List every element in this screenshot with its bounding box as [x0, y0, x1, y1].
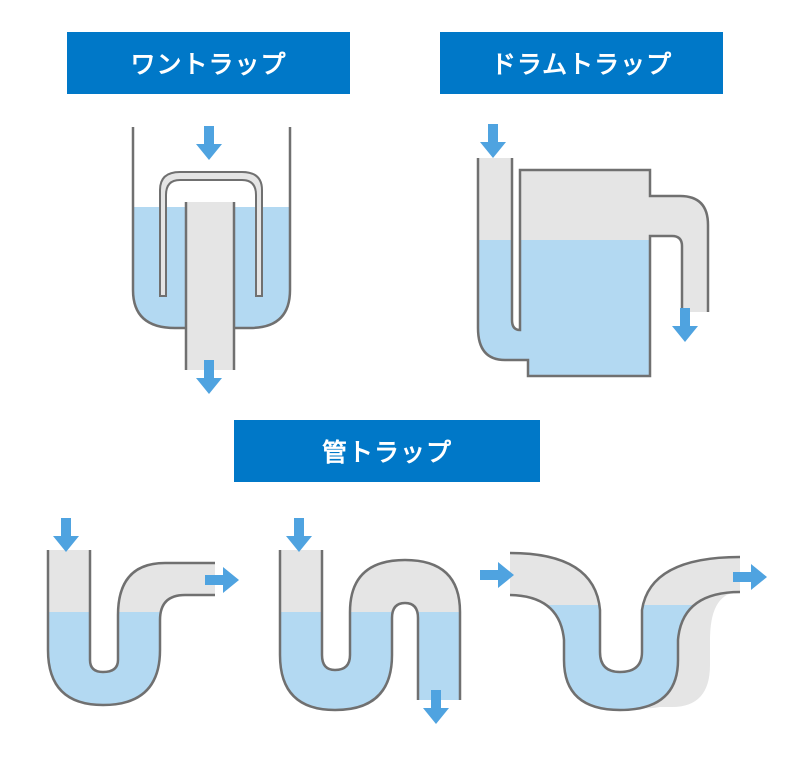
bell-trap-inflow-arrow	[196, 126, 222, 160]
drum-trap-outflow-arrow	[672, 308, 698, 342]
drum-trap-inflow-arrow	[480, 124, 506, 158]
bell-trap-outflow-arrow	[196, 360, 222, 394]
p-trap-inflow-arrow	[53, 518, 79, 552]
s-trap-outline	[278, 550, 462, 712]
u-trap-water	[545, 605, 695, 710]
p-trap-outflow-arrow	[205, 567, 239, 593]
drum-trap-title: ドラムトラップ	[440, 32, 723, 94]
p-trap-diagram	[46, 518, 239, 707]
p-trap-outline	[46, 550, 215, 707]
u-trap-outline	[509, 551, 741, 712]
bell-trap-bell	[159, 171, 263, 297]
drum-trap-outline	[476, 158, 710, 378]
u-trap-outflow-arrow	[733, 564, 767, 590]
pipe-trap-title: 管トラップ	[234, 420, 540, 482]
bell-trap-drain-pipe	[186, 202, 234, 370]
bell-trap-title: ワントラップ	[67, 32, 350, 94]
drum-trap-diagram	[476, 124, 710, 378]
s-trap-water	[280, 612, 460, 710]
u-trap-inflow-arrow	[480, 562, 514, 588]
s-trap-outflow-arrow	[423, 690, 449, 724]
p-trap-water	[48, 612, 161, 705]
s-trap-diagram	[278, 518, 462, 724]
bell-trap-diagram	[131, 126, 292, 394]
u-trap-diagram	[480, 551, 767, 712]
bell-trap-bowl-outline	[131, 127, 292, 330]
s-trap-inflow-arrow	[286, 518, 312, 552]
